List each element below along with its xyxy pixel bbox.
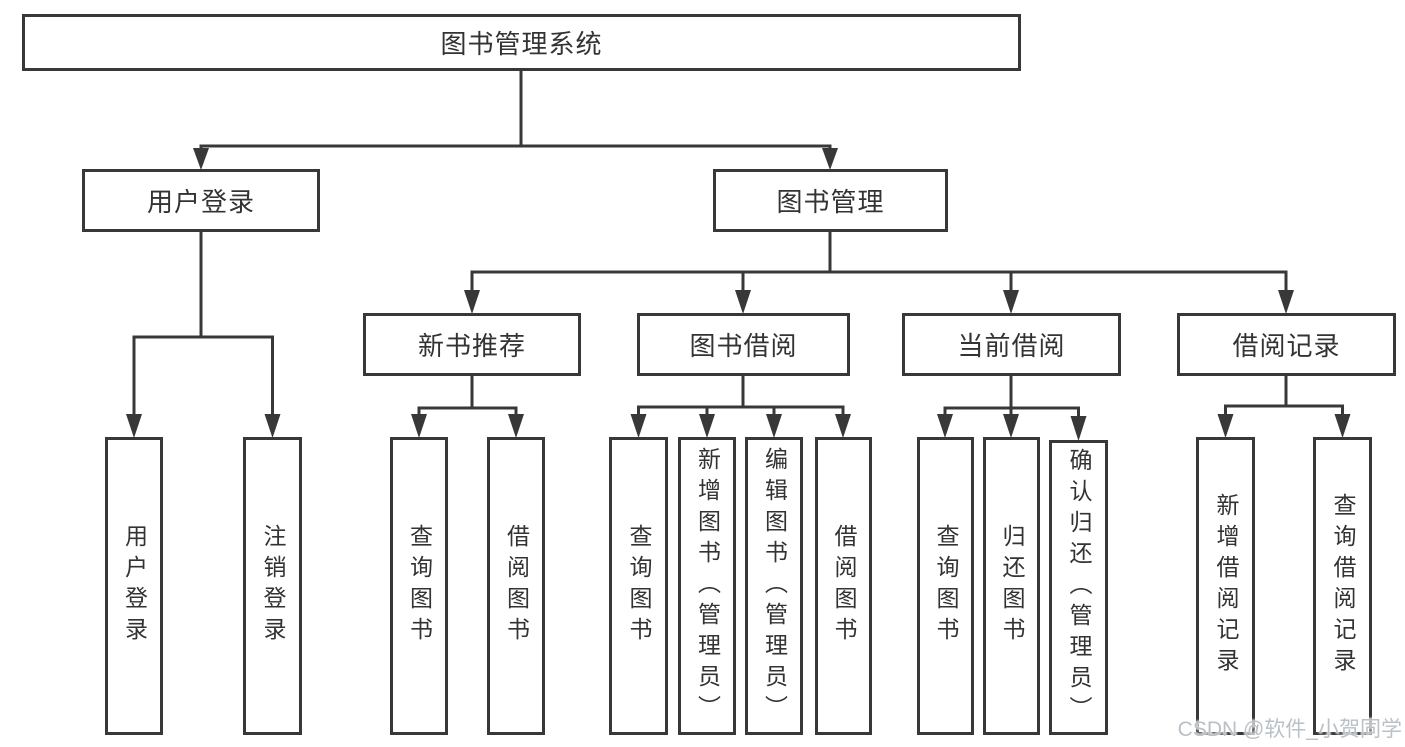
node-label: 用户登录: [146, 187, 255, 217]
leaf-add-borrow-record: 新增借阅记录: [1196, 437, 1255, 735]
node-label: 新书推荐: [417, 331, 526, 361]
leaf-edit-books-admin: 编辑图书（管理员）: [745, 437, 803, 735]
arrowhead-icon: [1070, 416, 1087, 441]
arrowhead-icon: [822, 148, 838, 170]
leaf-confirm-return-admin: 确认归还（管理员）: [1049, 440, 1108, 735]
arrowhead-icon: [1217, 414, 1234, 438]
node-book-management: 图书管理: [713, 169, 948, 232]
node-label: 注销登录: [260, 524, 286, 648]
arrowhead-icon: [1334, 414, 1351, 438]
node-root-system: 图书管理系统: [22, 14, 1021, 71]
node-user-login: 用户登录: [82, 169, 320, 232]
node-label: 查询图书: [406, 524, 433, 648]
node-label: 查询图书: [626, 524, 652, 648]
leaf-query-books-borrow: 查询图书: [609, 437, 668, 735]
leaf-return-books: 归还图书: [983, 437, 1040, 735]
arrowhead-icon: [735, 290, 751, 314]
node-label: 用户登录: [121, 524, 148, 648]
connector-new-book-recommend-to-children: [411, 376, 524, 438]
arrowhead-icon: [508, 414, 524, 438]
arrowhead-icon: [411, 414, 427, 438]
connector-borrow-records-to-children: [1217, 376, 1351, 438]
node-label: 图书管理系统: [440, 29, 603, 59]
node-label: 查询图书: [933, 524, 959, 648]
arrowhead-icon: [193, 148, 209, 170]
leaf-logout: 注销登录: [243, 437, 302, 735]
connector-root-to-level2: [193, 71, 838, 170]
arrowhead-icon: [937, 414, 953, 438]
leaf-borrow-books-recommend: 借阅图书: [487, 437, 545, 735]
connector-current-borrow-to-children: [937, 376, 1087, 441]
leaf-add-books-admin: 新增图书（管理员）: [678, 437, 736, 735]
leaf-user-login: 用户登录: [105, 437, 163, 735]
node-label: 新增图书（管理员）: [694, 446, 721, 726]
arrowhead-icon: [1003, 290, 1019, 314]
node-book-borrow: 图书借阅: [637, 313, 850, 376]
csdn-watermark: CSDN @软件_小贺同学: [1177, 718, 1402, 741]
arrowhead-icon: [766, 414, 782, 438]
arrowhead-icon: [126, 414, 142, 438]
arrowhead-icon: [630, 414, 647, 438]
connector-book-borrow-to-children: [630, 376, 851, 438]
leaf-query-books-current: 查询图书: [917, 437, 974, 735]
arrowhead-icon: [264, 414, 281, 438]
node-new-book-recommend: 新书推荐: [363, 313, 581, 376]
node-label: 借阅图书: [831, 524, 857, 648]
node-current-borrow: 当前借阅: [902, 313, 1121, 376]
node-borrow-records: 借阅记录: [1177, 313, 1396, 376]
node-label: 借阅图书: [503, 524, 530, 648]
leaf-borrow-books: 借阅图书: [815, 437, 872, 735]
node-label: 确认归还（管理员）: [1066, 448, 1092, 727]
arrowhead-icon: [835, 414, 851, 438]
arrowhead-icon: [464, 290, 480, 314]
node-label: 编辑图书（管理员）: [761, 446, 788, 726]
leaf-query-books-recommend: 查询图书: [390, 437, 448, 735]
node-label: 新增借阅记录: [1213, 493, 1239, 679]
arrowhead-icon: [1278, 290, 1294, 314]
arrowhead-icon: [1003, 414, 1019, 438]
arrowhead-icon: [699, 414, 715, 438]
node-label: 借阅记录: [1232, 331, 1341, 361]
node-label: 归还图书: [999, 524, 1025, 648]
node-label: 图书管理: [776, 187, 885, 217]
node-label: 图书借阅: [689, 331, 798, 361]
node-label: 当前借阅: [957, 331, 1066, 361]
leaf-query-borrow-record: 查询借阅记录: [1313, 437, 1372, 735]
connector-book-management-to-level3: [464, 232, 1294, 314]
connector-user-login-to-children: [126, 232, 281, 438]
node-label: 查询借阅记录: [1330, 493, 1356, 679]
